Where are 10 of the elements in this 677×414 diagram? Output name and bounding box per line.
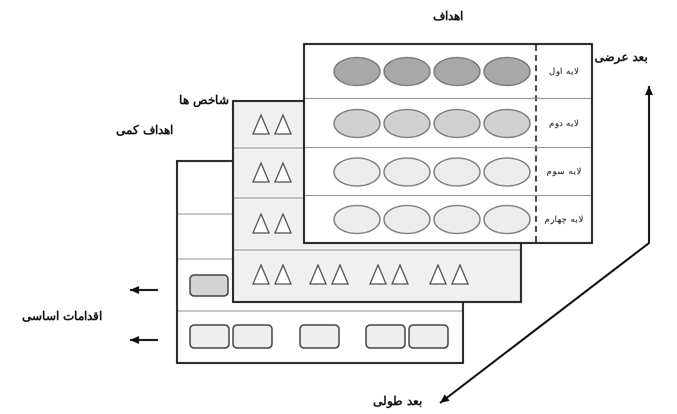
layer-label: لایه چهارم [544, 214, 584, 224]
panel-title: اهداف کمی [116, 123, 173, 137]
panel-title: شاخص ها [178, 93, 229, 107]
layer-label: لایه دوم [548, 118, 580, 128]
layer-label: لایه اول [548, 66, 580, 76]
axis-label: بعد عرضی [593, 50, 649, 64]
layer-label: لایه سوم [546, 166, 582, 177]
axis-label: اقدامات اساسی [20, 309, 104, 323]
panel-title: اهداف [432, 9, 464, 23]
axis-label: بعد طولی [372, 394, 424, 408]
